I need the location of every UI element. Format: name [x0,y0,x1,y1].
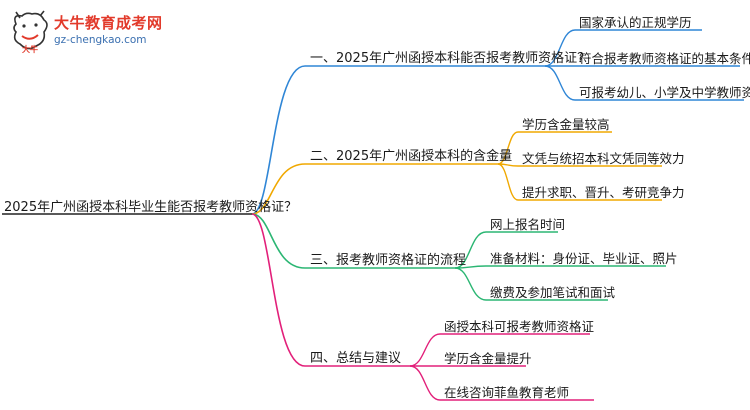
leaf-1-1-connector [544,29,702,67]
leaf-4-1: 函授本科可报考教师资格证 [444,319,595,334]
leaf-3-3: 缴费及参加笔试和面试 [490,285,616,300]
leaf-1-3: 可报考幼儿、小学及中学教师资格证 [579,85,750,100]
logo-title: 大牛教育成考网 [54,14,163,32]
mindmap-root: 2025年广州函授本科毕业生能否报考教师资格证？ [4,200,298,215]
branch-3-connector [251,213,455,269]
leaf-4-3: 在线咨询菲鱼教育老师 [444,385,570,400]
leaf-3-1: 网上报名时间 [490,217,566,232]
leaf-4-1-connector [409,333,590,367]
logo-url: gz-chengkao.com [54,34,147,46]
leaf-2-2-connector [497,163,662,167]
leaf-3-2: 准备材料：身份证、毕业证、照片 [490,251,678,266]
leaf-2-3-connector [497,163,662,201]
mascot-lettering: 大牛 [22,44,38,54]
leaf-1-2: 符合报考教师资格证的基本条件 [579,51,750,66]
leaf-1-1: 国家承认的正规学历 [579,15,692,30]
branch-4-connector [251,213,410,367]
leaf-3-1-connector [454,231,558,269]
branch-4-label: 四、总结与建议 [310,351,402,366]
leaf-2-3: 提升求职、晋升、考研竞争力 [522,185,685,200]
branch-2-label: 二、2025年广州函授本科的含金量 [310,149,513,164]
branch-2-connector [251,163,498,215]
leaf-2-1-connector [497,131,612,165]
leaf-3-2-connector [454,265,666,269]
branch-1-connector [251,65,545,215]
leaf-1-3-connector [544,65,744,101]
leaf-2-2: 文凭与统招本科文凭同等效力 [522,151,685,166]
leaf-2-1: 学历含金量较高 [522,117,610,132]
leaf-4-3-connector [409,365,594,401]
bull-mascot-icon: 大牛 [13,10,48,54]
site-logo[interactable]: 大牛 大牛教育成考网 gz-chengkao.com [8,10,168,54]
leaf-3-3-connector [454,267,608,301]
leaf-4-2: 学历含金量提升 [444,351,532,366]
branch-3-label: 三、报考教师资格证的流程 [310,253,467,268]
branch-1-label: 一、2025年广州函授本科能否报考教师资格证？ [310,51,591,66]
